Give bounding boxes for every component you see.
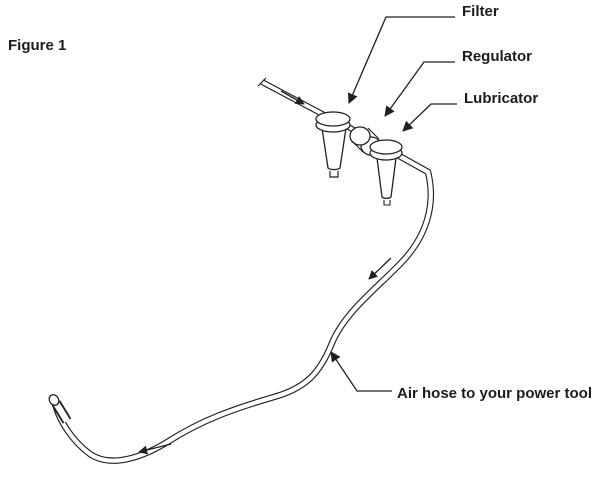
flow-arrow-icon-mid-hose: [368, 257, 392, 280]
regulator-face: [349, 126, 371, 146]
lubricator-bowl: [376, 157, 397, 199]
air-hose-label: Air hose to your power tool: [397, 385, 593, 402]
flow-arrow-icon-hose-end: [138, 443, 172, 455]
air-hose: [48, 150, 435, 464]
air-hose-outline: [51, 150, 435, 464]
filter-component: [315, 111, 351, 178]
lubricator-label: Lubricator: [464, 90, 539, 107]
filter-drain: [329, 171, 339, 178]
leader-lines: [330, 16, 457, 392]
air-hose-fill: [52, 151, 433, 463]
lubricator-component: [369, 139, 403, 206]
air-hose-leader-line: [330, 351, 392, 392]
lubricator-drain: [383, 200, 391, 206]
hose-fitting-fill: [53, 401, 70, 423]
figure-caption: Figure 1: [8, 37, 67, 54]
filter-bowl: [321, 127, 347, 171]
lubricator-cap-upper: [369, 139, 403, 155]
filter-label: Filter: [462, 3, 499, 20]
regulator-label: Regulator: [462, 48, 533, 65]
filter-cap-upper: [315, 111, 351, 127]
filter-leader-line: [347, 16, 455, 104]
lubricator-leader-line: [402, 103, 457, 132]
regulator-leader-line: [384, 61, 455, 117]
inlet-pipe-end-tick: [257, 77, 267, 87]
regulator-sides: [351, 127, 380, 153]
hose-tip: [48, 394, 60, 406]
flow-arrows: [138, 90, 392, 455]
flow-arrow-icon-inlet: [280, 90, 305, 105]
